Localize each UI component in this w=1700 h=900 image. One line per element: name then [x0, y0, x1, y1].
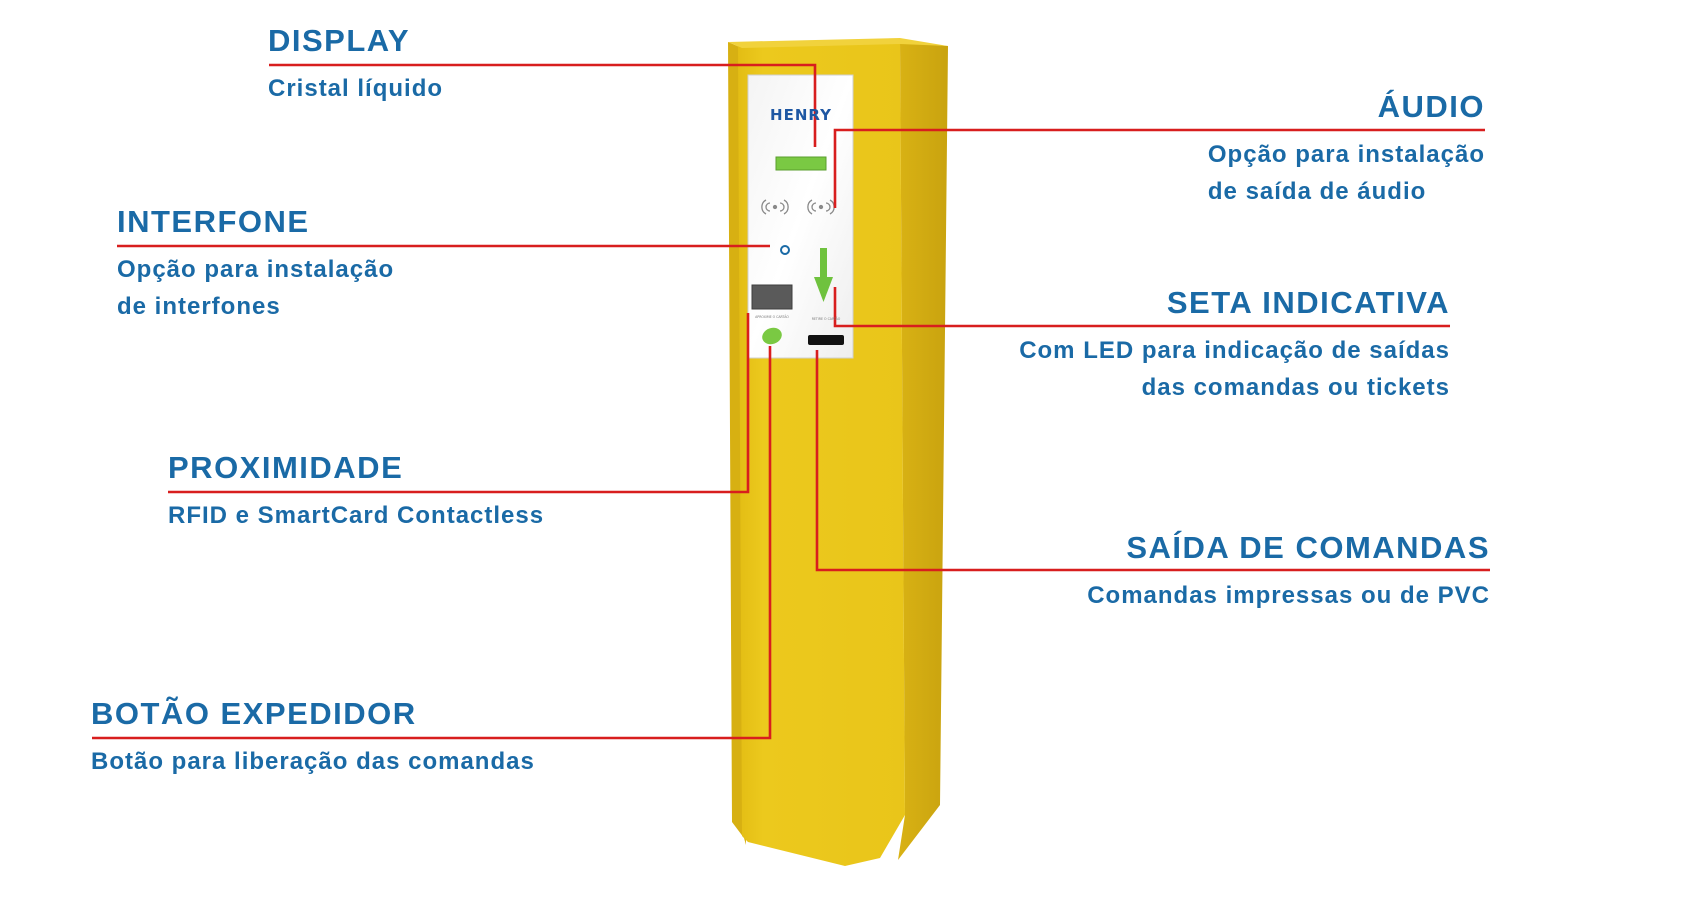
- ticket-slot-caption: RETIRE O CARTÃO: [812, 316, 841, 321]
- seta-callout: SETA INDICATIVA Com LED para indicação d…: [1019, 284, 1450, 406]
- interfone-description: Opção para instalação de interfones: [117, 251, 394, 325]
- display-callout: DISPLAY Cristal líquido: [268, 22, 443, 107]
- botao-leader-line: [92, 346, 772, 740]
- intercom-button-icon: [780, 245, 790, 255]
- audio-title: ÁUDIO: [1377, 89, 1485, 124]
- proximity-reader-caption: APROXIME O CARTÃO: [755, 314, 789, 319]
- seta-description: Com LED para indicação de saídas das com…: [1019, 332, 1450, 406]
- audio-leader-line: [833, 128, 1485, 208]
- speaker-left-icon: [761, 199, 789, 215]
- interfone-callout: INTERFONE Opção para instalação de inter…: [117, 203, 394, 325]
- proximidade-leader-line: [168, 313, 750, 494]
- saida-title: SAÍDA DE COMANDAS: [1126, 530, 1490, 565]
- botao-description-line: Botão para liberação das comandas: [91, 748, 535, 775]
- lcd-display: [775, 156, 827, 171]
- botao-description: Botão para liberação das comandas: [91, 743, 535, 780]
- totem-right-face: [898, 42, 948, 860]
- audio-callout: ÁUDIO Opção para instalação de saída de …: [1208, 88, 1485, 210]
- interfone-title: INTERFONE: [117, 204, 310, 239]
- saida-leader-line: [815, 350, 1490, 572]
- botao-callout: BOTÃO EXPEDIDOR Botão para liberação das…: [91, 695, 535, 780]
- display-leader-line: [269, 63, 817, 147]
- led-arrow-icon: [814, 248, 833, 302]
- saida-description-line: Comandas impressas ou de PVC: [1087, 582, 1490, 609]
- saida-description: Comandas impressas ou de PVC: [1087, 577, 1490, 614]
- audio-description-line: Opção para instalação: [1207, 141, 1485, 168]
- dispenser-button: [762, 327, 782, 345]
- display-description: Cristal líquido: [268, 70, 443, 107]
- display-description-line: Cristal líquido: [268, 75, 444, 102]
- ticket-output-slot: [808, 335, 844, 345]
- interfone-description-line: Opção para instalação: [117, 256, 395, 283]
- proximity-reader: [751, 284, 793, 310]
- audio-description-line: de saída de áudio: [1207, 178, 1427, 205]
- seta-title: SETA INDICATIVA: [1166, 285, 1450, 320]
- totem-top-edge: [728, 38, 948, 48]
- saida-callout: SAÍDA DE COMANDAS Comandas impressas ou …: [1087, 529, 1490, 614]
- seta-description-line: Com LED para indicação de saídas: [1019, 337, 1450, 364]
- speaker-right-icon: [807, 199, 835, 215]
- seta-leader-line: [833, 287, 1450, 328]
- display-title: DISPLAY: [268, 23, 411, 58]
- botao-title: BOTÃO EXPEDIDOR: [91, 696, 417, 731]
- seta-description-line: das comandas ou tickets: [1141, 374, 1450, 401]
- proximidade-description-line: RFID e SmartCard Contactless: [168, 502, 545, 529]
- audio-description: Opção para instalação de saída de áudio: [1208, 136, 1485, 210]
- proximidade-callout: PROXIMIDADE RFID e SmartCard Contactless: [168, 449, 544, 534]
- interfone-description-line: de interfones: [117, 293, 281, 320]
- proximidade-description: RFID e SmartCard Contactless: [168, 497, 544, 534]
- brand-logo: HENRY: [770, 106, 832, 124]
- proximidade-title: PROXIMIDADE: [168, 450, 404, 485]
